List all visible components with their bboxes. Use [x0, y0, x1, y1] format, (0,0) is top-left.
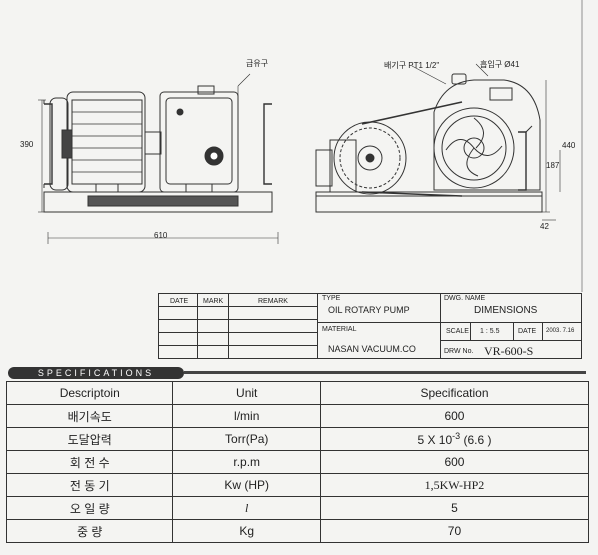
base-height-dimension: 187 — [546, 161, 560, 170]
specifications-rule — [184, 371, 586, 374]
top-view — [38, 73, 279, 244]
right-height-dimension: 440 — [562, 141, 576, 150]
mark-header: MARK — [203, 298, 224, 305]
remark-header: REMARK — [258, 298, 288, 305]
oil-inlet-label: 급유구 — [246, 59, 269, 68]
table-header-row: Descriptoin Unit Specification — [5, 381, 590, 405]
width-dimension: 610 — [154, 231, 168, 240]
specifications-banner: SPECIFICATIONS — [8, 367, 184, 379]
row-spec: 70 — [319, 519, 590, 543]
row-unit: Kw (HP) — [172, 473, 321, 497]
table-row: 회 전 수 r.p.m 600 — [5, 450, 590, 474]
row-unit: l — [172, 496, 321, 520]
row-spec: 5 — [319, 496, 590, 520]
row-description: 전 동 기 — [5, 473, 174, 497]
company-name: NASAN VACUUM.CO — [328, 344, 416, 354]
date-header: DATE — [170, 298, 189, 305]
drw-no-label: DRW No. — [444, 348, 474, 355]
row-description: 배기속도 — [5, 404, 174, 428]
pump-dimension-drawing — [38, 0, 583, 292]
date-label: DATE — [518, 328, 537, 335]
row-description: 오 일 량 — [5, 496, 174, 520]
drw-no-value: VR-600-S — [484, 344, 534, 358]
row-spec: 1,5KW-HP2 — [319, 473, 590, 497]
exponent: -3 — [452, 431, 461, 441]
table-row: 배기속도 l/min 600 — [5, 404, 590, 428]
row-spec: 5 X 10-3 (6.6 ) — [319, 427, 590, 451]
base-offset-dimension: 42 — [540, 222, 549, 231]
header-specification: Specification — [319, 381, 590, 405]
height-dimension: 390 — [20, 140, 34, 149]
type-value: OIL ROTARY PUMP — [328, 305, 410, 315]
date-value: 2003. 7.16 — [546, 328, 575, 334]
material-label: MATERIAL — [322, 326, 357, 333]
scale-label: SCALE — [446, 328, 469, 335]
header-unit: Unit — [172, 381, 321, 405]
row-unit: l/min — [172, 404, 321, 428]
row-unit: Kg — [172, 519, 321, 543]
table-row: 도달압력 Torr(Pa) 5 X 10-3 (6.6 ) — [5, 427, 590, 451]
type-label: TYPE — [322, 295, 341, 302]
specifications-table: Descriptoin Unit Specification 배기속도 l/mi… — [5, 381, 590, 543]
row-spec: 600 — [319, 404, 590, 428]
scale-value: 1 : 5.5 — [480, 328, 500, 335]
dwg-name-value: DIMENSIONS — [474, 305, 538, 316]
row-description: 중 량 — [5, 519, 174, 543]
row-description: 도달압력 — [5, 427, 174, 451]
table-row: 중 량 Kg 70 — [5, 519, 590, 543]
side-view — [315, 63, 561, 221]
row-unit: r.p.m — [172, 450, 321, 474]
row-unit: Torr(Pa) — [172, 427, 321, 451]
row-spec: 600 — [319, 450, 590, 474]
table-row: 전 동 기 Kw (HP) 1,5KW-HP2 — [5, 473, 590, 497]
dwg-name-label: DWG. NAME — [444, 295, 486, 302]
row-description: 회 전 수 — [5, 450, 174, 474]
table-row: 오 일 량 l 5 — [5, 496, 590, 520]
exhaust-label: 배기구 PT1 1/2" — [384, 61, 440, 70]
header-description: Descriptoin — [5, 381, 174, 405]
intake-label: 흡입구 Ø41 — [480, 60, 520, 69]
